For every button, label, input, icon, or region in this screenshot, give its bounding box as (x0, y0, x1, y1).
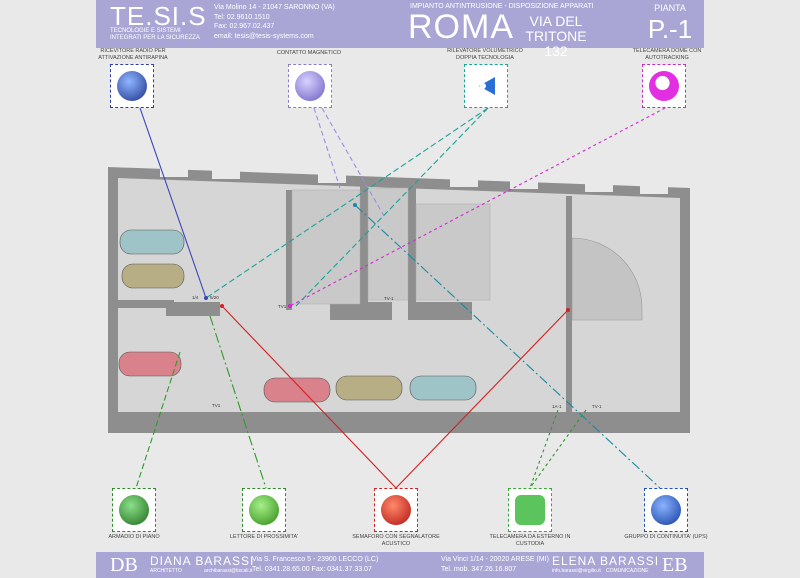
marker-label: TV-1 (592, 404, 602, 409)
company-logo: TE.SI.S (110, 1, 207, 31)
marker-label: 1A-1 (552, 404, 562, 409)
right-designer-name: ELENA BARASSI (552, 554, 660, 568)
right-designer-address: Via Vinci 1/14 - 20020 ARESE (MI) (441, 556, 549, 563)
right-designer-email: info.barassi@virgilio.it (552, 568, 601, 574)
device-position-dots (204, 203, 570, 312)
project-street: VIA DEL TRITONE 132 (525, 13, 587, 59)
device-box-volumetric-detector (464, 64, 508, 108)
marker-label: TV-1 (384, 296, 394, 301)
device-box-ups (644, 488, 688, 532)
company-contact: Via Molino 14 - 21047 SARONNO (VA) Tel: … (214, 3, 335, 41)
right-initials-logo: EB (662, 554, 688, 576)
device-label-proximity-reader: LETTORE DI PROSSIMITA' (229, 534, 299, 540)
device-label-volumetric-detector: RILEVATORE VOLUMETRICO DOPPIA TECNOLOGIA (447, 48, 523, 61)
dome-camera-icon (649, 71, 679, 101)
company-email: email: tesis@tesis-systems.com (214, 32, 314, 40)
device-label-ups: GRUPPO DI CONTINUITA' (UPS) (624, 534, 708, 540)
left-initials-logo: DB (110, 554, 138, 576)
device-box-floor-cabinet (112, 488, 156, 532)
company-tel: Tel: 02.9610.1510 (214, 13, 270, 21)
right-designer-phone: Tel. mob. 347.26.16.807 (441, 566, 517, 573)
company-address: Via Molino 14 - 21047 SARONNO (VA) (214, 4, 335, 11)
ramp-arc (571, 237, 643, 321)
title-block-header: TE.SI.S TECNOLOGIE E SISTEMI INTEGRATI P… (96, 0, 704, 59)
project-city: ROMA (408, 8, 514, 46)
left-designer-phone: Tel. 0341.28.65.00 Fax: 0341.37.33.07 (252, 566, 372, 573)
stair-core (291, 187, 491, 305)
device-box-radio-receiver (110, 64, 154, 108)
parked-cars (118, 229, 477, 403)
company-fax: Fax: 02.967.02.437 (214, 23, 275, 30)
device-box-magnetic-contact (288, 64, 332, 108)
ups-icon (651, 495, 681, 525)
floor-cabinet-icon (119, 495, 149, 525)
project-title: IMPIANTO ANTINTRUSIONE - DISPOSIZIONE AP… (410, 3, 594, 10)
radio-receiver-icon (117, 71, 147, 101)
left-designer-role: ARCHITETTO (150, 568, 182, 574)
floor-area (118, 178, 680, 423)
outdoor-camera-icon (515, 495, 545, 525)
title-block-footer: DB DIANA BARASSI ARCHITETTO archibarassi… (96, 552, 704, 578)
left-designer-name: DIANA BARASSI (150, 554, 255, 568)
magnetic-contact-icon (295, 71, 325, 101)
device-box-traffic-light (374, 488, 418, 532)
device-label-radio-receiver: RICEVITORE RADIO PER ATTIVAZIONE ANTIRAP… (98, 48, 168, 61)
inner-walls (118, 180, 680, 423)
device-label-outdoor-camera: TELECAMERA DA ESTERNO IN CUSTODIA (489, 534, 571, 547)
right-designer-role: COMUNICAZIONE (606, 568, 649, 574)
device-connection-lines (135, 107, 666, 489)
left-designer-email: archibarassi@tiscali.it (204, 568, 253, 574)
device-box-dome-camera (642, 64, 686, 108)
volumetric-detector-icon (471, 71, 501, 101)
marker-label: 1/4 (192, 295, 199, 300)
marker-label: TV1 (212, 403, 221, 408)
proximity-reader-icon (249, 495, 279, 525)
window-openings (160, 167, 668, 194)
marker-label: 5/20 (210, 295, 219, 300)
plan-label: PIANTA (654, 3, 686, 13)
traffic-light-icon (381, 495, 411, 525)
device-label-traffic-light: SEMAFORO CON SEGNALATORE ACUSTICO (352, 534, 440, 547)
device-box-outdoor-camera (508, 488, 552, 532)
device-box-proximity-reader (242, 488, 286, 532)
marker-label: TV1 (278, 304, 287, 309)
left-designer-address: Via S. Francesco 5 - 23900 LECCO (LC) (252, 556, 379, 563)
device-label-magnetic-contact: CONTATTO MAGNETICO (276, 50, 342, 56)
plan-level: P.-1 (647, 14, 693, 44)
device-label-dome-camera: TELECAMERA DOME CON AUTOTRACKING (632, 48, 702, 61)
device-label-floor-cabinet: ARMADIO DI PIANO (108, 534, 160, 540)
company-tagline: TECNOLOGIE E SISTEMI INTEGRATI PER LA SI… (110, 28, 200, 41)
